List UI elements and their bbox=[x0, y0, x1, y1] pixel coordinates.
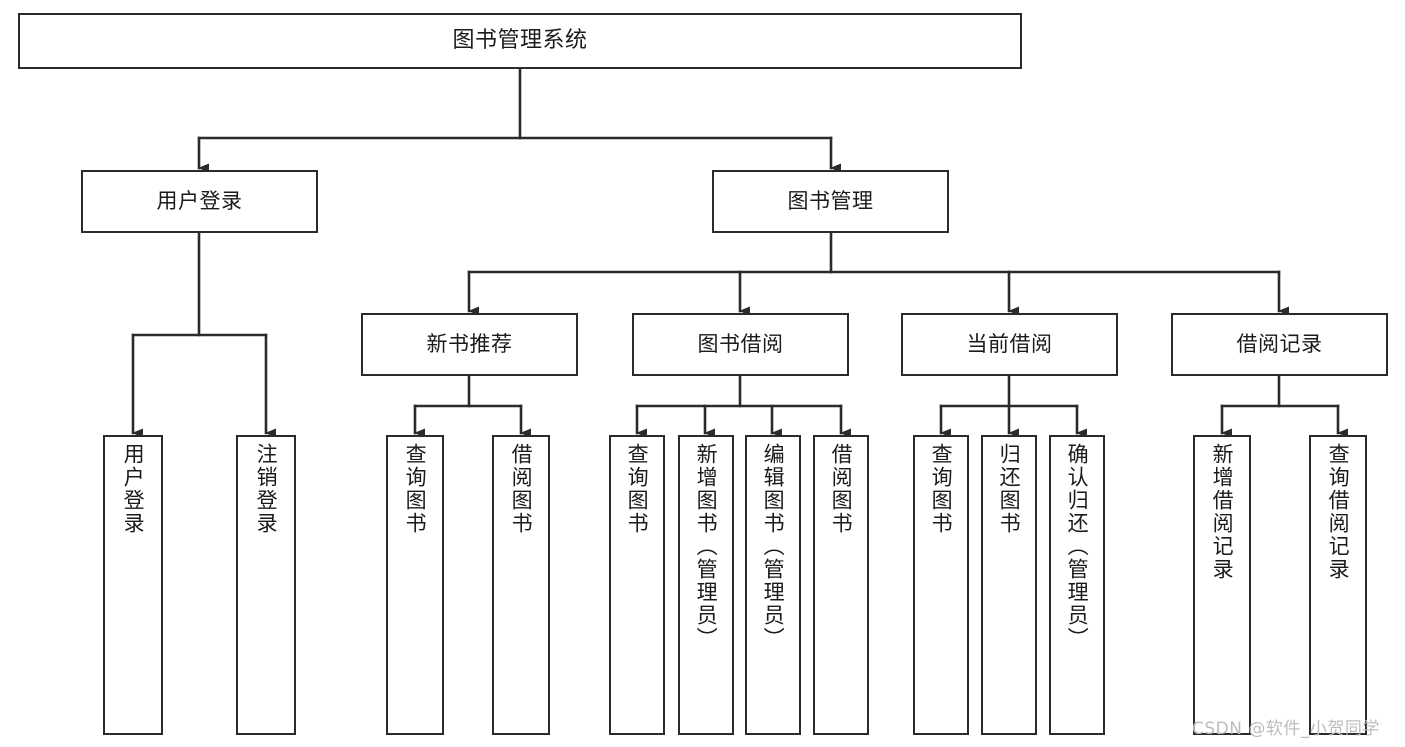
node-leaf-return-book[interactable]: 归还图书 bbox=[981, 435, 1037, 735]
node-leaf-borrow-book-1[interactable]: 借阅图书 bbox=[492, 435, 550, 735]
node-leaf-confirm-return-label: 确认归还（管理员） bbox=[1065, 443, 1090, 650]
node-leaf-add-book-label: 新增图书（管理员） bbox=[694, 443, 719, 650]
node-leaf-query-record[interactable]: 查询借阅记录 bbox=[1309, 435, 1367, 735]
node-user-login-label: 用户登录 bbox=[156, 189, 243, 214]
node-current-borrow-label: 当前借阅 bbox=[966, 332, 1053, 357]
node-leaf-user-login[interactable]: 用户登录 bbox=[103, 435, 163, 735]
node-borrow-record[interactable]: 借阅记录 bbox=[1171, 313, 1388, 376]
node-leaf-query-record-label: 查询借阅记录 bbox=[1326, 443, 1351, 581]
node-borrow-record-label: 借阅记录 bbox=[1236, 332, 1323, 357]
node-new-book-recommend-label: 新书推荐 bbox=[426, 332, 513, 357]
node-new-book-recommend[interactable]: 新书推荐 bbox=[361, 313, 578, 376]
node-book-borrow-label: 图书借阅 bbox=[697, 332, 784, 357]
node-leaf-borrow-book-2-label: 借阅图书 bbox=[829, 443, 854, 535]
node-root-system[interactable]: 图书管理系统 bbox=[18, 13, 1022, 69]
node-leaf-borrow-book-1-label: 借阅图书 bbox=[509, 443, 534, 535]
node-leaf-query-book-1-label: 查询图书 bbox=[403, 443, 428, 535]
node-leaf-user-login-label: 用户登录 bbox=[121, 443, 146, 535]
watermark-text: CSDN @软件_小贺同学 bbox=[1192, 719, 1380, 739]
node-leaf-user-logout-label: 注销登录 bbox=[254, 443, 279, 535]
node-leaf-add-record-label: 新增借阅记录 bbox=[1210, 443, 1235, 581]
node-leaf-user-logout[interactable]: 注销登录 bbox=[236, 435, 296, 735]
node-book-borrow[interactable]: 图书借阅 bbox=[632, 313, 849, 376]
node-book-manage-label: 图书管理 bbox=[787, 189, 874, 214]
node-leaf-query-book-1[interactable]: 查询图书 bbox=[386, 435, 444, 735]
node-leaf-add-record[interactable]: 新增借阅记录 bbox=[1193, 435, 1251, 735]
node-leaf-query-book-2[interactable]: 查询图书 bbox=[609, 435, 665, 735]
node-user-login[interactable]: 用户登录 bbox=[81, 170, 318, 233]
node-leaf-edit-book[interactable]: 编辑图书（管理员） bbox=[745, 435, 801, 735]
node-leaf-borrow-book-2[interactable]: 借阅图书 bbox=[813, 435, 869, 735]
node-leaf-query-book-3[interactable]: 查询图书 bbox=[913, 435, 969, 735]
node-current-borrow[interactable]: 当前借阅 bbox=[901, 313, 1118, 376]
node-leaf-query-book-3-label: 查询图书 bbox=[929, 443, 954, 535]
node-book-manage[interactable]: 图书管理 bbox=[712, 170, 949, 233]
node-leaf-return-book-label: 归还图书 bbox=[997, 443, 1022, 535]
node-leaf-add-book[interactable]: 新增图书（管理员） bbox=[678, 435, 734, 735]
node-leaf-edit-book-label: 编辑图书（管理员） bbox=[761, 443, 786, 650]
node-root-system-label: 图书管理系统 bbox=[452, 28, 588, 54]
node-leaf-confirm-return[interactable]: 确认归还（管理员） bbox=[1049, 435, 1105, 735]
node-leaf-query-book-2-label: 查询图书 bbox=[625, 443, 650, 535]
